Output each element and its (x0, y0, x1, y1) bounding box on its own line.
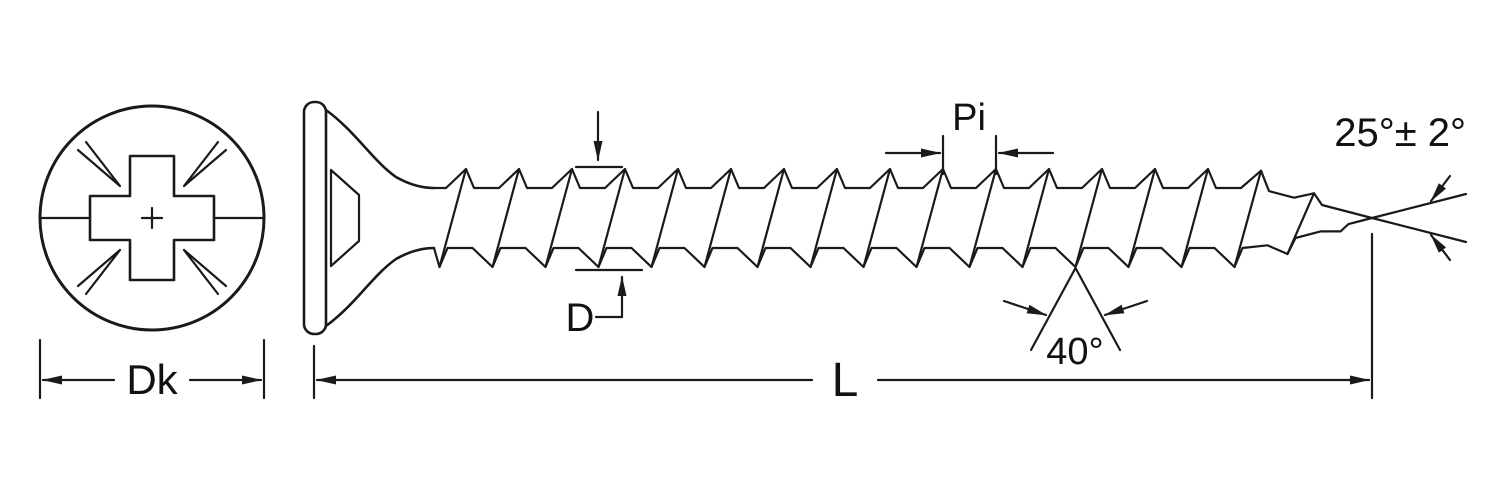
dimension-head-diameter: Dk (38, 338, 266, 403)
head-front-view (38, 104, 266, 332)
pozidriv-wedge-marks (76, 140, 228, 296)
point-angle-arrow-bottom (1429, 233, 1452, 262)
pi-tick-lines (941, 134, 998, 176)
point-angle-arrow-top (1429, 174, 1452, 203)
thread-angle-arrow-right (1103, 299, 1149, 317)
annotation-point-angle: 25°± 2° (1334, 111, 1468, 262)
thread-bottom-profile (432, 216, 1374, 269)
dimension-thread-diameter: D (566, 110, 644, 340)
label-length: L (832, 354, 859, 407)
dimension-length: L (312, 232, 1374, 407)
label-head-diameter: Dk (126, 356, 178, 403)
pozidriv-cross-recess (88, 154, 216, 282)
annotation-thread-angle: 40° (1002, 266, 1149, 373)
label-thread-diameter: D (566, 296, 595, 340)
head-outline-circle (38, 104, 266, 332)
head-profile-top (324, 108, 436, 190)
thread-angle-lines (1029, 266, 1122, 352)
head-profile-bottom (324, 246, 436, 328)
thread-angle-arrow-left (1002, 299, 1048, 317)
dk-extension-lines (38, 338, 266, 400)
recess-profile (329, 168, 361, 268)
point-angle-lines (1370, 192, 1468, 244)
head-rim (302, 100, 328, 336)
label-thread-angle: 40° (1046, 331, 1103, 373)
l-extension-lines (312, 232, 1374, 400)
screw-side-view (302, 100, 1374, 336)
thread-top-profile (432, 167, 1374, 220)
thread-helix-lines (438, 167, 1316, 269)
label-point-angle: 25°± 2° (1334, 111, 1466, 155)
dimension-pitch: Pi (884, 97, 1055, 176)
label-pitch: Pi (952, 97, 986, 139)
center-plus-mark (140, 206, 164, 230)
